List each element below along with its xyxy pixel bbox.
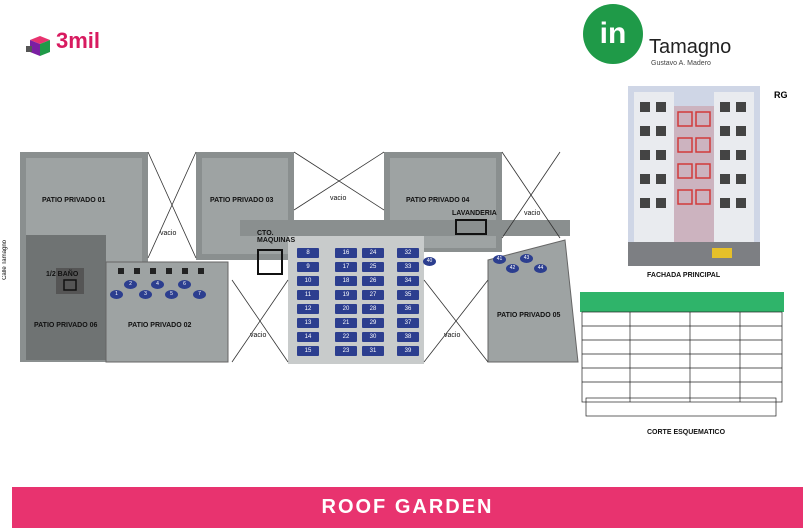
parking-spot: 28	[362, 304, 384, 314]
parking-spot: 40	[423, 257, 436, 266]
patio-02-label: PATIO PRIVADO 02	[128, 322, 192, 329]
banner: ROOF GARDEN	[12, 487, 803, 528]
rg-tag: RG	[774, 90, 788, 100]
project-logo: in Tamagno Gustavo A. Madero	[583, 4, 743, 70]
parking-spot: 22	[335, 332, 357, 342]
project-name: Tamagno	[649, 36, 732, 58]
parking-spot: 38	[397, 332, 419, 342]
parking-spot: 25	[362, 262, 384, 272]
parking-spot: 23	[335, 346, 357, 356]
parking-spot: 2	[124, 280, 137, 289]
parking-spot: 13	[297, 318, 319, 328]
parking-spot: 24	[362, 248, 384, 258]
parking-spot: 17	[335, 262, 357, 272]
parking-spot: 9	[297, 262, 319, 272]
parking-spot: 32	[397, 248, 419, 258]
parking-spot: 5	[165, 290, 178, 299]
parking-spot: 3	[139, 290, 152, 299]
parking-spot: 44	[534, 264, 547, 273]
parking-spot: 18	[335, 276, 357, 286]
vacio-label: vacio	[444, 332, 461, 339]
parking-spot: 20	[335, 304, 357, 314]
parking-spot: 26	[362, 276, 384, 286]
vacio-label: vacio	[160, 230, 177, 237]
parking-spot: 39	[397, 346, 419, 356]
plan-drawing	[20, 151, 579, 364]
parking-spot: 19	[335, 290, 357, 300]
parking-spot: 21	[335, 318, 357, 328]
cto-maquinas-label: CTO. MAQUINAS	[257, 230, 296, 244]
parking-spot: 27	[362, 290, 384, 300]
lavanderia-label: LAVANDERIA	[452, 210, 497, 217]
parking-spot: 42	[506, 264, 519, 273]
project-badge: in	[583, 4, 643, 64]
parking-spot: 35	[397, 290, 419, 300]
parking-spot: 4	[151, 280, 164, 289]
parking-spot: 12	[297, 304, 319, 314]
parking-spot: 8	[297, 248, 319, 258]
patio-01-label: PATIO PRIVADO 01	[42, 197, 106, 204]
section-drawing	[580, 290, 784, 418]
parking-spot: 37	[397, 318, 419, 328]
cube-icon	[26, 36, 50, 56]
parking-spot: 30	[362, 332, 384, 342]
parking-spot: 33	[397, 262, 419, 272]
parking-spot: 7	[193, 290, 206, 299]
parking-spot: 10	[297, 276, 319, 286]
facade-caption: FACHADA PRINCIPAL	[647, 272, 721, 279]
parking-spot: 15	[297, 346, 319, 356]
floor-plan: PATIO PRIVADO 01 PATIO PRIVADO 03 PATIO …	[0, 140, 580, 380]
vacio-label: vacio	[250, 332, 267, 339]
parking-spot: 41	[493, 255, 506, 264]
banner-title: ROOF GARDEN	[321, 496, 494, 518]
vacio-label: vacio	[524, 210, 541, 217]
bano-label: 1/2 BAÑO	[46, 271, 79, 278]
section-diagram-icon	[580, 292, 784, 417]
building-facade-icon	[628, 86, 760, 266]
brand-logo-text: 3mil	[56, 28, 101, 53]
parking-spot: 14	[297, 332, 319, 342]
parking-spot: 29	[362, 318, 384, 328]
parking-spot: 36	[397, 304, 419, 314]
parking-spot: 34	[397, 276, 419, 286]
project-location: Gustavo A. Madero	[651, 60, 711, 67]
patio-03-label: PATIO PRIVADO 03	[210, 197, 274, 204]
parking-spot: 11	[297, 290, 319, 300]
section-caption: CORTE ESQUEMATICO	[647, 429, 726, 436]
parking-spot: 1	[110, 290, 123, 299]
parking-spot: 31	[362, 346, 384, 356]
patio-06-label: PATIO PRIVADO 06	[34, 322, 98, 329]
patio-05-label: PATIO PRIVADO 05	[497, 312, 561, 319]
brand-logo: 3mil	[26, 26, 126, 60]
vacio-label: vacio	[330, 195, 347, 202]
facade-image	[628, 86, 760, 266]
parking-spot: 6	[178, 280, 191, 289]
parking-spot: 43	[520, 254, 533, 263]
patio-04-label: PATIO PRIVADO 04	[406, 197, 470, 204]
parking-spot: 16	[335, 248, 357, 258]
